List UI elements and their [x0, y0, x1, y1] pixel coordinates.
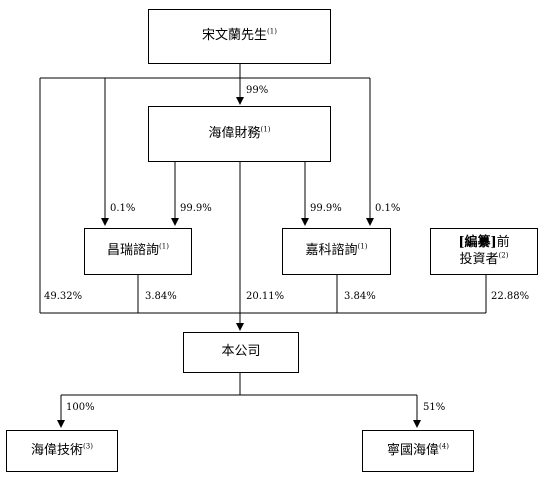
pct-preipo-to-company: 22.88% — [491, 291, 530, 302]
pct-company-to-haiwei-tech: 100% — [66, 402, 95, 413]
pct-finance-to-changrui: 99.9% — [180, 203, 212, 214]
entity-company-name: 本公司 — [221, 344, 261, 360]
pct-finance-to-company: 20.11% — [246, 291, 285, 302]
entity-company: 本公司 — [183, 332, 299, 373]
entity-haiwei-tech-note: (3) — [83, 442, 93, 451]
entity-song-name: 宋文蘭先生 — [202, 28, 268, 44]
entity-ningguo-name: 寧國海偉 — [387, 442, 440, 458]
entity-changrui-name: 昌瑞諮詢 — [107, 243, 160, 259]
entity-jiake: 嘉科諮詢(1) — [282, 228, 391, 275]
entity-haiwei-tech: 海偉技術(3) — [6, 430, 118, 472]
entity-changrui: 昌瑞諮詢(1) — [84, 228, 192, 275]
pct-song-to-changrui: 0.1% — [110, 203, 136, 214]
pct-song-to-company: 49.32% — [44, 291, 83, 302]
pct-company-to-ningguo: 51% — [423, 402, 446, 413]
entity-jiake-note: (1) — [357, 243, 368, 252]
entity-song: 宋文蘭先生(1) — [148, 9, 331, 64]
pct-changrui-to-company: 3.84% — [145, 291, 177, 302]
entity-changrui-note: (1) — [159, 243, 169, 252]
entity-haiwei-finance: 海偉財務(1) — [148, 106, 331, 162]
entity-song-note: (1) — [267, 28, 277, 37]
preipo-bracket-open: [ — [458, 235, 465, 251]
preipo-line1-suffix: 前 — [496, 235, 510, 251]
preipo-redacted: 編纂 — [464, 235, 491, 251]
entity-ningguo-note: (4) — [439, 442, 449, 451]
entity-jiake-name: 嘉科諮詢 — [305, 243, 358, 259]
preipo-bracket-close: ] — [490, 235, 497, 251]
entity-ningguo: 寧國海偉(4) — [362, 430, 474, 472]
entity-haiwei-finance-name: 海偉財務 — [208, 125, 261, 141]
pct-finance-to-jiake: 99.9% — [310, 203, 342, 214]
pct-song-to-finance: 99% — [246, 85, 269, 96]
entity-haiwei-finance-note: (1) — [260, 125, 271, 134]
preipo-note: (2) — [498, 251, 509, 260]
preipo-line2: 投資者 — [459, 251, 499, 267]
pct-jiake-to-company: 3.84% — [344, 291, 376, 302]
entity-haiwei-tech-name: 海偉技術 — [31, 442, 84, 458]
entity-pre-ipo-investors: [編纂]前 投資者(2) — [430, 228, 538, 275]
pct-song-to-jiake: 0.1% — [375, 203, 401, 214]
